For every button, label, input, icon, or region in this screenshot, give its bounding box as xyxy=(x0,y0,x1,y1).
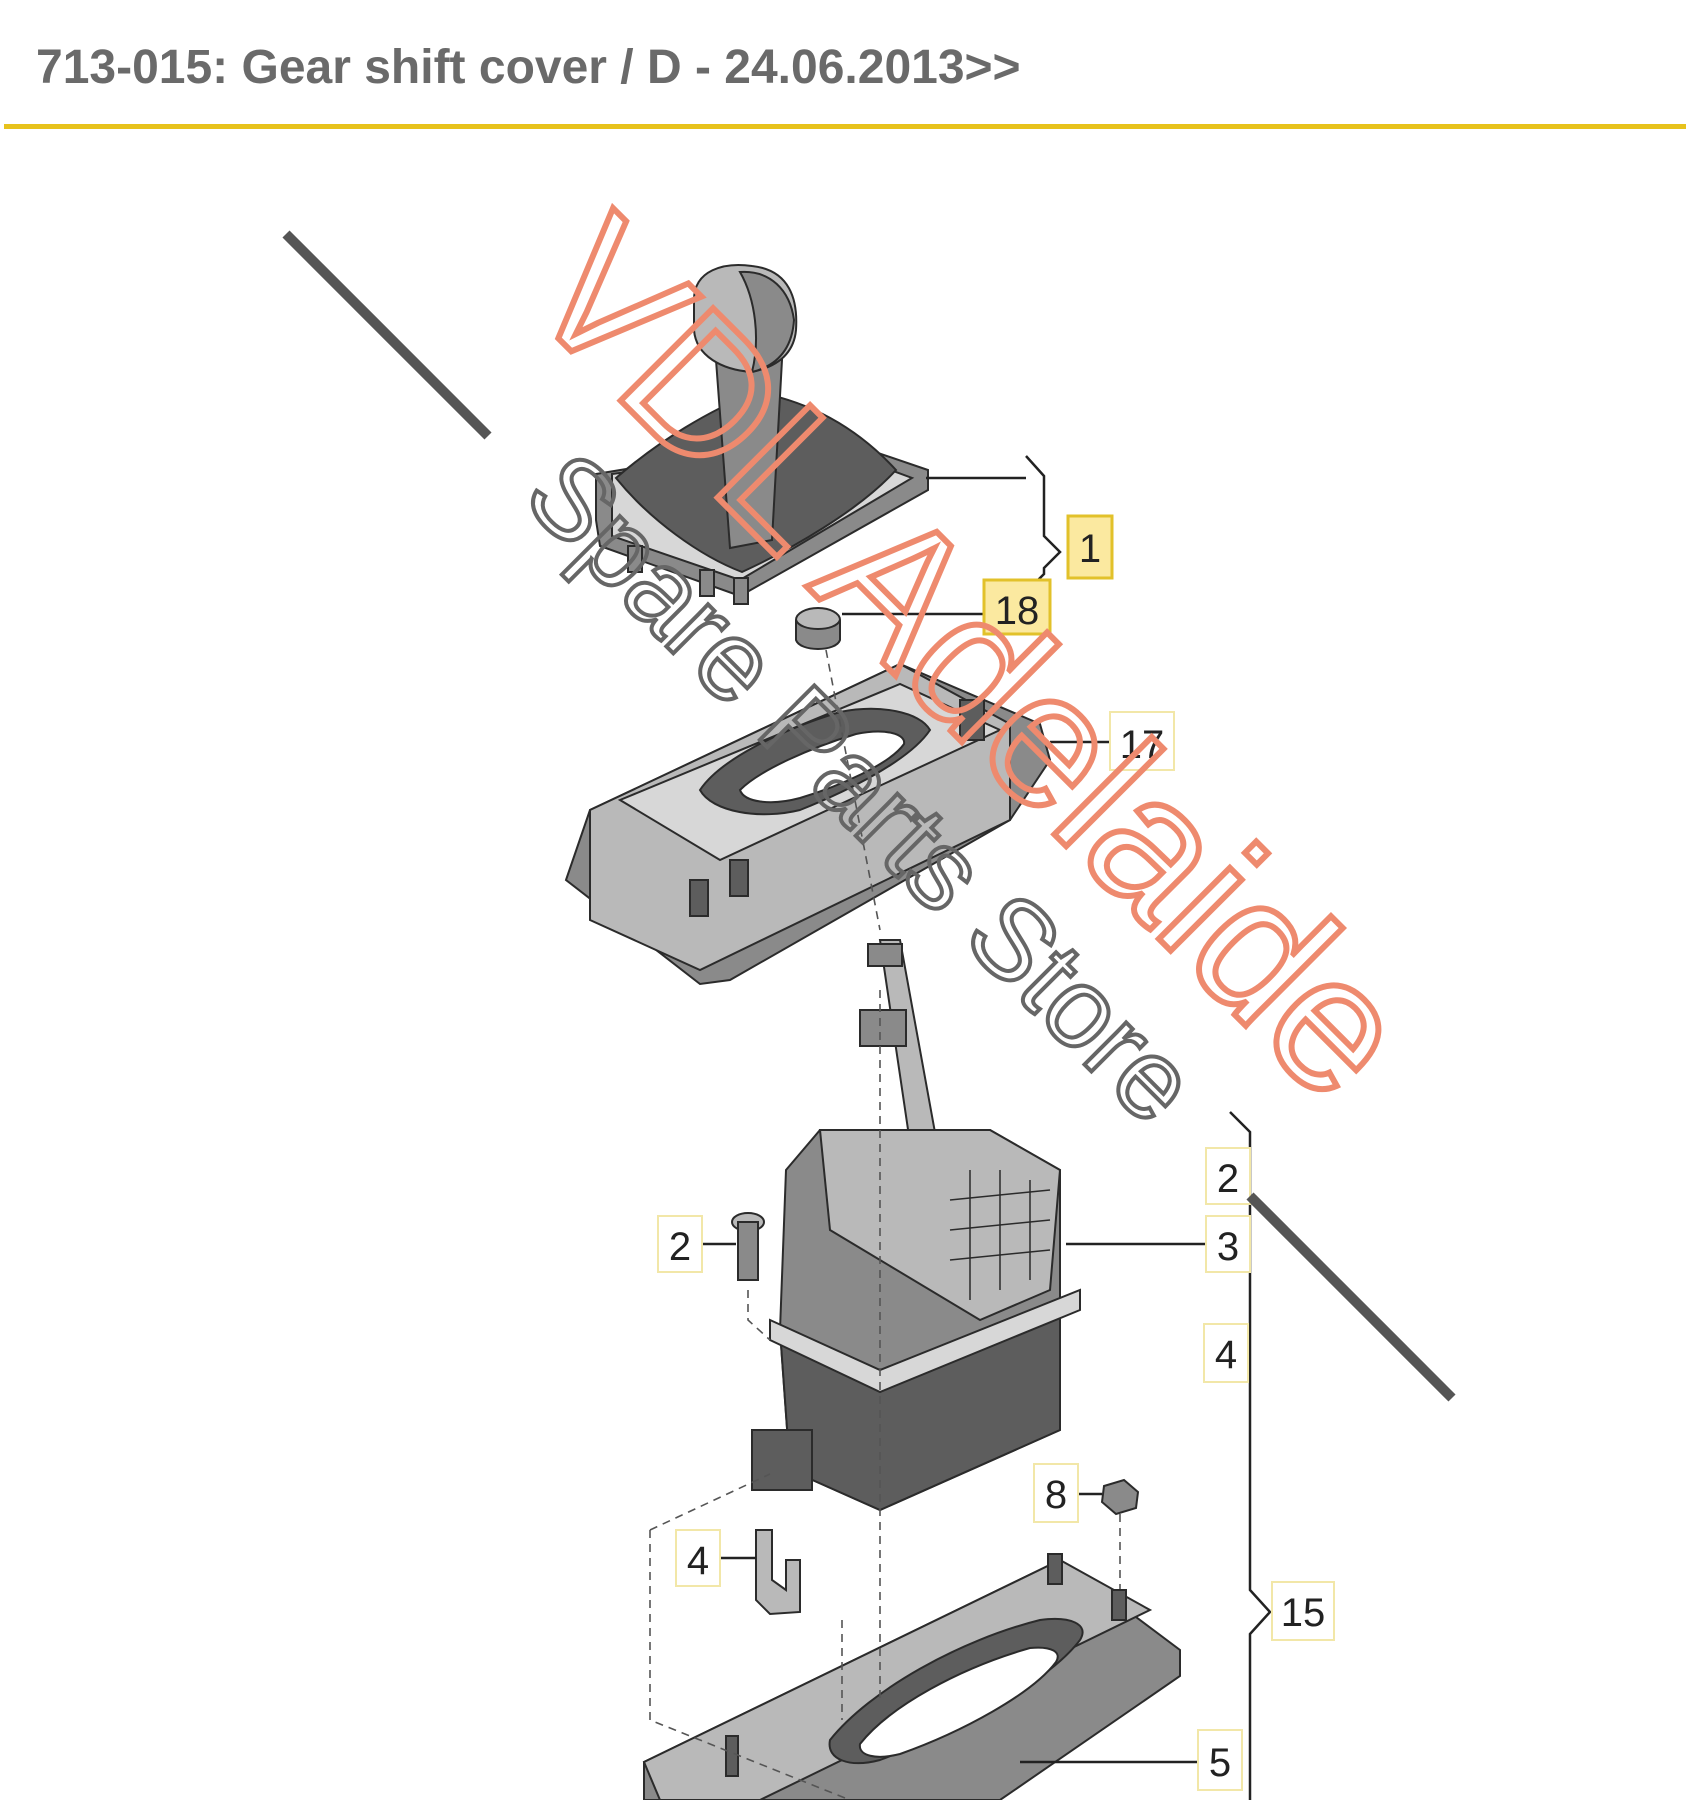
header: 713-015: Gear shift cover / D - 24.06.20… xyxy=(0,0,1686,129)
callout-18[interactable]: 18 xyxy=(982,578,1052,636)
callout-box xyxy=(675,1529,721,1587)
part-nut[interactable] xyxy=(1100,1478,1140,1600)
callout-box xyxy=(1033,1463,1079,1523)
callout-box xyxy=(1205,1147,1251,1205)
watermark-bar-left xyxy=(282,230,492,440)
gear-knob-shade xyxy=(738,270,796,374)
callout-8[interactable]: 8 xyxy=(1033,1463,1079,1523)
callout-5[interactable]: 5 xyxy=(1197,1729,1243,1791)
part-gear-knob-boot[interactable] xyxy=(595,264,929,605)
surround-opening xyxy=(738,730,906,804)
callout-2-left[interactable]: 2 xyxy=(657,1215,703,1273)
callout-17[interactable]: 17 xyxy=(1109,711,1175,771)
frame-clip xyxy=(627,545,643,573)
base-stud xyxy=(1111,1589,1127,1621)
callout-label: 17 xyxy=(1120,723,1165,767)
callout-box xyxy=(1205,1215,1251,1273)
surround-tab xyxy=(729,859,749,897)
frame-clip xyxy=(733,577,749,605)
rod-bracket xyxy=(859,1009,907,1047)
callout-1[interactable]: 1 xyxy=(1066,514,1114,580)
base-stud xyxy=(1047,1553,1063,1585)
callout-box xyxy=(657,1215,703,1273)
part-base-plate[interactable] xyxy=(642,1553,1181,1800)
page-title: 713-015: Gear shift cover / D - 24.06.20… xyxy=(36,41,1021,94)
callout-label: 18 xyxy=(995,589,1040,633)
bushing-body xyxy=(795,619,841,650)
surround-tab xyxy=(689,879,709,917)
callout-box xyxy=(1197,1729,1243,1791)
callout-3[interactable]: 3 xyxy=(1205,1215,1251,1273)
part-clip[interactable] xyxy=(755,1529,801,1616)
callout-label: 4 xyxy=(1215,1333,1237,1377)
callout-label: 3 xyxy=(1217,1225,1239,1269)
callout-15[interactable]: 15 xyxy=(1271,1581,1335,1641)
part-bushing[interactable] xyxy=(795,607,841,650)
header-divider xyxy=(4,124,1686,129)
part-screw[interactable] xyxy=(731,1212,765,1281)
callout-4-left[interactable]: 4 xyxy=(675,1529,721,1587)
base-stud xyxy=(725,1735,739,1777)
clip-body xyxy=(755,1529,801,1616)
mechanism-ribs xyxy=(949,1170,1051,1300)
nut-body xyxy=(1100,1478,1140,1516)
callout-4-right[interactable]: 4 xyxy=(1203,1323,1249,1383)
callout-label: 2 xyxy=(669,1225,691,1269)
callout-box xyxy=(1271,1581,1335,1641)
callout-2-right[interactable]: 2 xyxy=(1205,1147,1251,1205)
surround-clip xyxy=(959,699,985,741)
frame-clip xyxy=(699,569,715,597)
watermark-bar-right xyxy=(1246,1192,1456,1402)
callout-box xyxy=(1109,711,1175,771)
mechanism-connector xyxy=(751,1429,813,1491)
leader-lines xyxy=(702,455,1272,1800)
callout-box xyxy=(1066,514,1114,580)
callout-label: 1 xyxy=(1079,527,1101,571)
watermark-main-text: VDL Adelaide xyxy=(491,179,1450,1138)
base-plate-opening xyxy=(858,1646,1059,1758)
callout-label: 5 xyxy=(1209,1741,1231,1785)
rod-collar xyxy=(867,943,903,967)
callout-label: 8 xyxy=(1045,1473,1067,1517)
part-shift-surround[interactable] xyxy=(564,662,1052,986)
callout-box xyxy=(982,578,1052,636)
callout-label: 4 xyxy=(687,1539,709,1583)
assembly-guides xyxy=(649,649,881,1800)
callout-label: 2 xyxy=(1217,1157,1239,1201)
callout-box xyxy=(1203,1323,1249,1383)
screw-shank xyxy=(737,1221,759,1281)
callout-label: 15 xyxy=(1281,1591,1326,1635)
